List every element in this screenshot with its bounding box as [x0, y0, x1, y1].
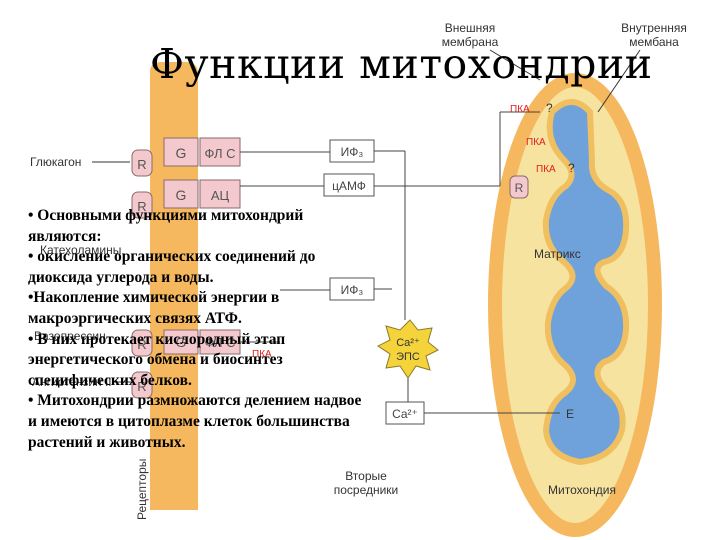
- question-mark-2: ?: [568, 161, 575, 175]
- slide-title: Функции митохондрии: [150, 40, 653, 88]
- svg-text:Ca²⁺: Ca²⁺: [396, 337, 420, 349]
- vasopressin-label: Вазопрессин: [34, 329, 106, 343]
- svg-text:G: G: [176, 334, 187, 350]
- receptor-bottom: R: [131, 371, 153, 399]
- ca-box: Ca²⁺: [385, 401, 425, 425]
- catecholamines-label: Катехоламины: [40, 243, 121, 257]
- svg-text:ИФ₃: ИФ₃: [341, 283, 364, 297]
- bullet-item: • Митохондрии размножаются делением надв…: [28, 392, 362, 451]
- bullet-item: • Основными функциями митохондрий являют…: [28, 207, 304, 245]
- svg-text:R: R: [137, 157, 146, 172]
- adenylate-cyclase: АЦ: [199, 179, 241, 209]
- receptor-lower: R: [131, 329, 153, 357]
- camp-box: цАМФ: [323, 173, 375, 197]
- svg-text:ЭПС: ЭПС: [396, 351, 420, 363]
- svg-text:АЦ: АЦ: [211, 188, 230, 203]
- svg-text:цАМФ: цАМФ: [332, 179, 366, 193]
- bullet-item: •Накопление химической энергии в макроэр…: [28, 289, 280, 327]
- inner-membrane-pointer: [597, 49, 641, 113]
- angiotensin-label: Ангиотензин II: [32, 375, 112, 389]
- mito-receptor: R: [509, 175, 529, 199]
- second-messengers-label-2: посредники: [334, 483, 399, 497]
- second-messengers-label-1: Вторые: [345, 469, 387, 483]
- inner-membrane-label-2: мембана: [629, 35, 679, 49]
- svg-text:ФЛ С: ФЛ С: [205, 146, 236, 161]
- if3-box-mid: ИФ₃: [329, 277, 375, 301]
- svg-text:R: R: [137, 337, 146, 352]
- inner-membrane-label-1: Внутренняя: [621, 21, 687, 35]
- bullet-list: • Основными функциями митохондрий являют…: [28, 206, 368, 453]
- signal-lines: [240, 111, 560, 414]
- pka-label-1: ПКА: [510, 104, 530, 115]
- svg-text:G: G: [176, 187, 187, 203]
- svg-text:Ca²⁺: Ca²⁺: [392, 407, 418, 421]
- phospholipase-c-1: ФЛ С: [199, 137, 241, 167]
- matrix-label: Матрикс: [534, 247, 581, 261]
- ca-eps-burst: Ca²⁺ ЭПС: [377, 319, 439, 379]
- g-protein-3: G: [163, 329, 199, 355]
- bullet-item: • окисление органических соединений до д…: [28, 248, 316, 286]
- receptor-top: R: [131, 149, 153, 177]
- g-protein-2: G: [163, 179, 199, 209]
- if3-box-top: ИФ₃: [329, 139, 375, 163]
- pka-label-4: ПКА: [252, 349, 272, 360]
- outer-membrane-label-2: мембрана: [442, 35, 499, 49]
- cell-membrane-band: [150, 62, 198, 510]
- outer-membrane-pointer: [489, 49, 541, 81]
- pka-label-2: ПКА: [526, 137, 546, 148]
- e-label: E: [566, 407, 574, 421]
- receptor-mid: R: [131, 191, 153, 219]
- g-protein-1: G: [163, 137, 199, 167]
- svg-text:ФЛ С: ФЛ С: [205, 335, 236, 350]
- question-mark-1: ?: [546, 101, 553, 115]
- bullet-item: • В них протекает кислородный этап энерг…: [28, 330, 286, 389]
- glucagon-label: Глюкагон: [30, 155, 81, 169]
- pka-label-3: ПКА: [536, 164, 556, 175]
- svg-text:ИФ₃: ИФ₃: [341, 145, 364, 159]
- svg-text:R: R: [515, 181, 524, 195]
- mitochondria-label: Митохондия: [548, 483, 616, 497]
- outer-membrane-label-1: Внешняя: [445, 21, 496, 35]
- mitochondrion-inner-membrane: [542, 99, 630, 466]
- svg-text:G: G: [176, 145, 187, 161]
- phospholipase-c-2: ФЛ С: [199, 329, 241, 355]
- svg-text:R: R: [137, 379, 146, 394]
- svg-text:R: R: [137, 199, 146, 214]
- receptors-label: Рецепторы: [135, 459, 149, 520]
